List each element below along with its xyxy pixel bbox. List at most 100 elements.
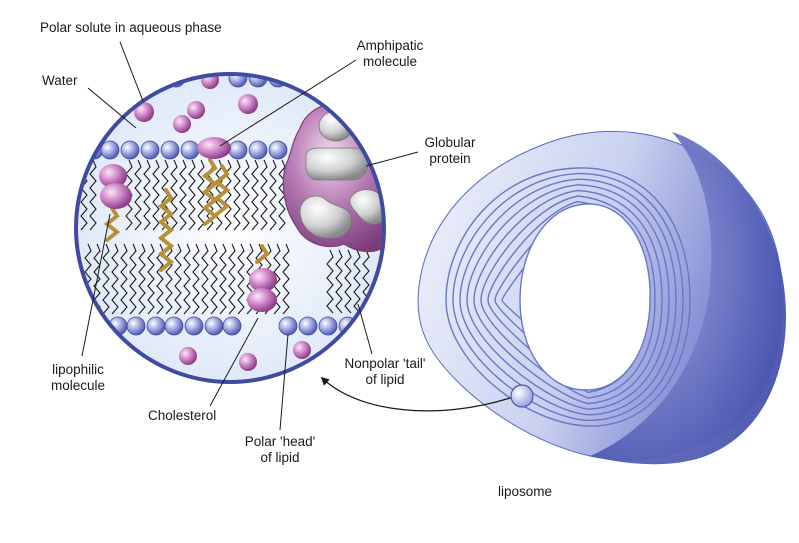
lipid-tail-lower xyxy=(228,243,236,315)
label-polar-head-line2: of lipid xyxy=(260,450,300,465)
lipid-head xyxy=(164,316,184,336)
liposome-aqueous-core xyxy=(519,203,651,391)
polar-solute xyxy=(238,94,258,114)
lipid-head xyxy=(76,140,86,160)
lipid-head xyxy=(160,140,180,160)
nonpolar-lipid-tails xyxy=(80,159,370,315)
amphipatic-molecule xyxy=(197,137,231,159)
polar-solute xyxy=(293,341,311,359)
label-polar-solute: Polar solute in aqueous phase xyxy=(40,20,222,35)
lipid-tail-upper xyxy=(89,159,97,231)
bilayer-ring xyxy=(466,184,670,410)
lipid-head xyxy=(268,140,288,160)
label-amphipatic-line1: Amphipatic xyxy=(356,38,424,53)
lipid-tail-lower xyxy=(156,243,164,315)
lipid-tail-lower xyxy=(192,243,200,315)
lipid-tail-upper xyxy=(125,159,133,231)
lipid-head xyxy=(140,140,160,160)
lipid-tail-lower xyxy=(282,243,290,315)
liposome-cut-face xyxy=(590,132,786,465)
lipid-tail-upper xyxy=(188,159,196,231)
lipid-tail-lower xyxy=(138,243,146,315)
label-polar-head-line1: Polar 'head' xyxy=(244,434,316,449)
cholesterol-chain xyxy=(201,158,219,226)
lipid-tail-lower xyxy=(129,243,137,315)
lipid-head xyxy=(298,316,318,336)
label-globular-line2: protein xyxy=(429,151,471,166)
cholesterol-head-ovals xyxy=(247,268,277,312)
lipid-tail-upper xyxy=(179,159,187,231)
polar-solute xyxy=(134,102,154,122)
solute-oval xyxy=(184,52,216,72)
label-globular-protein: Globular protein xyxy=(410,135,490,167)
lipid-tail-upper xyxy=(197,159,205,231)
lipid-tail-lower xyxy=(335,249,343,314)
magnify-arrow xyxy=(320,376,511,412)
cholesterol-chain xyxy=(213,164,231,216)
lipid-head xyxy=(184,316,204,336)
lipid-tail-upper xyxy=(170,159,178,231)
lipid-tail-lower xyxy=(165,243,173,315)
lipid-head xyxy=(120,140,140,160)
label-lipophilic-line2: molecule xyxy=(50,378,106,393)
lipid-head xyxy=(278,316,298,336)
polar-solute xyxy=(239,353,257,371)
lipid-head xyxy=(288,74,308,88)
lipid-tail-lower xyxy=(210,243,218,315)
lipid-tail-upper xyxy=(233,159,241,231)
lipid-tail-lower xyxy=(183,243,191,315)
lipid-head xyxy=(146,316,166,336)
label-amphipatic: Amphipatic molecule xyxy=(344,38,436,70)
liposome-highlight-sphere xyxy=(510,384,534,408)
bilayer-ring xyxy=(459,178,677,416)
lipid-tail-lower xyxy=(174,243,182,315)
lipid-head xyxy=(180,140,200,160)
liposome xyxy=(417,130,786,465)
lipid-head xyxy=(318,316,338,336)
lipid-tail-upper xyxy=(269,159,277,231)
cholesterol-chain xyxy=(157,188,175,272)
label-amphipatic-line2: molecule xyxy=(362,54,418,69)
cholesterol-molecules xyxy=(103,158,270,272)
lipid-tail-lower xyxy=(219,243,227,315)
leader-lines xyxy=(81,41,419,431)
lipid-head xyxy=(126,316,146,336)
polar-solute xyxy=(173,115,191,133)
cholesterol-chain xyxy=(255,244,270,264)
lipid-tail-upper xyxy=(251,159,259,231)
lipid-tail-lower xyxy=(353,249,361,314)
label-nonpolar-tail-line1: Nonpolar 'tail' xyxy=(344,356,426,371)
lipid-tail-upper xyxy=(152,159,160,231)
label-liposome: liposome xyxy=(498,484,553,499)
label-polar-head: Polar 'head' of lipid xyxy=(228,434,332,466)
membrane-magnified-view xyxy=(74,52,386,384)
lipid-tail-lower xyxy=(201,243,209,315)
lipid-head xyxy=(222,316,242,336)
lipid-tail-lower xyxy=(326,249,334,314)
label-water: Water xyxy=(42,73,78,88)
bilayer-ring xyxy=(473,189,663,405)
lipid-head xyxy=(248,140,268,160)
magnified-circle-border xyxy=(74,72,386,384)
lipid-tail-lower xyxy=(344,249,352,314)
cholesterol-chain xyxy=(103,206,121,242)
lipid-head xyxy=(140,74,160,88)
label-nonpolar-tail: Nonpolar 'tail' of lipid xyxy=(330,356,440,388)
lipid-head xyxy=(228,74,248,88)
label-cholesterol: Cholesterol xyxy=(148,408,217,423)
lipid-tail-lower xyxy=(102,243,110,315)
label-lipophilic-molecule: lipophilic molecule xyxy=(36,362,120,394)
lipid-tail-upper xyxy=(143,159,151,231)
lamellar-bilayer-rings xyxy=(445,167,691,427)
lipid-head xyxy=(228,140,248,160)
label-globular-line1: Globular xyxy=(424,135,476,150)
label-nonpolar-tail-line2: of lipid xyxy=(365,372,405,387)
lipid-tail-lower xyxy=(237,243,245,315)
label-lipophilic-line1: lipophilic xyxy=(52,362,104,377)
lipid-head xyxy=(100,140,120,160)
lipid-tail-upper xyxy=(242,159,250,231)
lipid-tail-lower xyxy=(147,243,155,315)
polar-solute xyxy=(179,347,197,365)
lipid-tail-upper xyxy=(260,159,268,231)
